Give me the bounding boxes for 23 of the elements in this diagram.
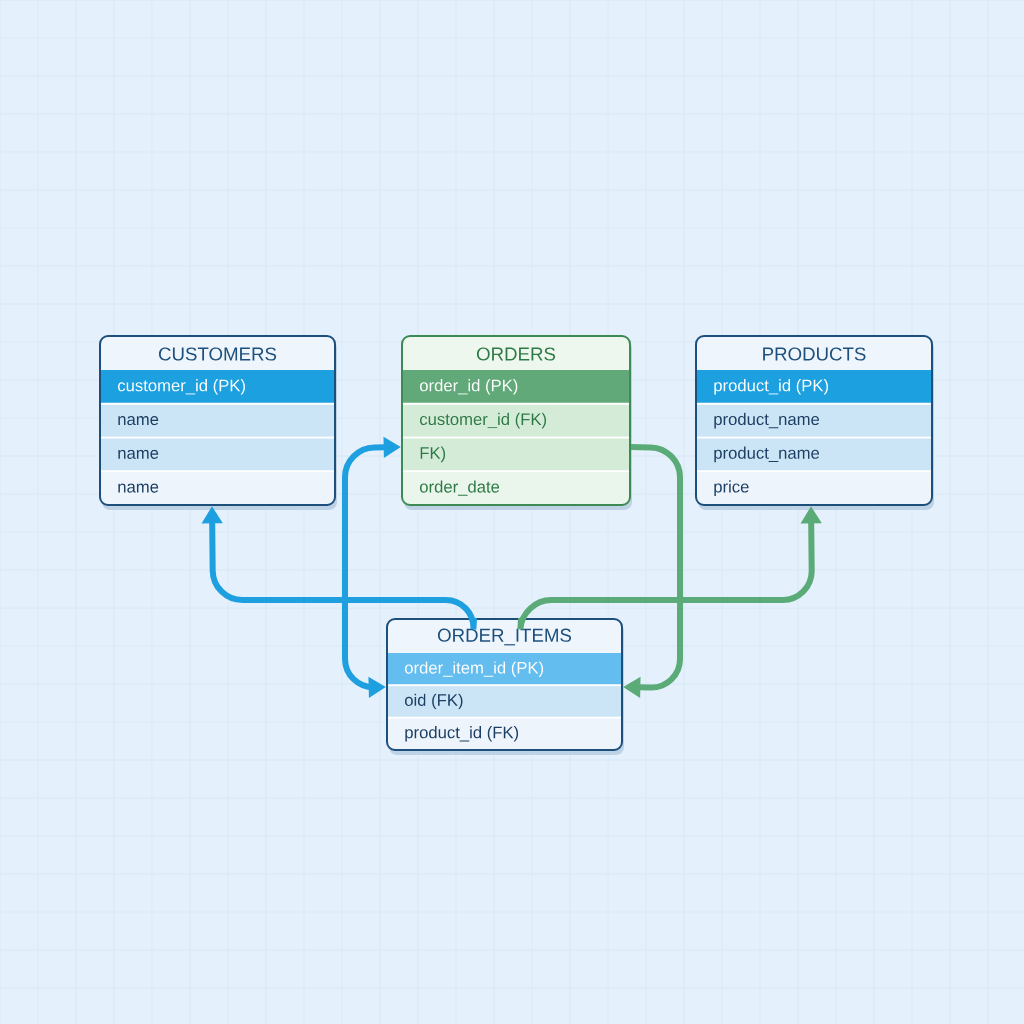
entity-table — [695, 335, 934, 510]
entity-table — [99, 335, 337, 510]
table-row: name — [100, 402, 335, 438]
table-row: price — [696, 470, 932, 505]
table-row: product_name — [696, 402, 932, 438]
table-row: customer_id (FK) — [402, 402, 630, 438]
table-header: ORDERS — [476, 347, 556, 361]
entity-table — [401, 335, 632, 510]
table-row: order_date — [402, 470, 630, 505]
table-row: oid (FK) — [387, 684, 622, 718]
table-row: product_id (FK) — [387, 716, 622, 750]
table-row: order_id (PK) — [402, 370, 630, 404]
entity-table — [386, 618, 624, 755]
table-row: name — [100, 436, 335, 472]
table-row: product_id (PK) — [696, 370, 932, 404]
table-row: customer_id (PK) — [100, 370, 335, 404]
table-header: ORDER_ITEMS — [437, 628, 572, 646]
table-row: FK) — [402, 436, 630, 472]
table-header: CUSTOMERS — [159, 347, 277, 361]
table-header: PRODUCTS — [763, 347, 866, 361]
table-row: order_item_id (PK) — [387, 653, 622, 686]
table-row: product_name — [696, 436, 932, 472]
table-row: name — [100, 470, 335, 505]
